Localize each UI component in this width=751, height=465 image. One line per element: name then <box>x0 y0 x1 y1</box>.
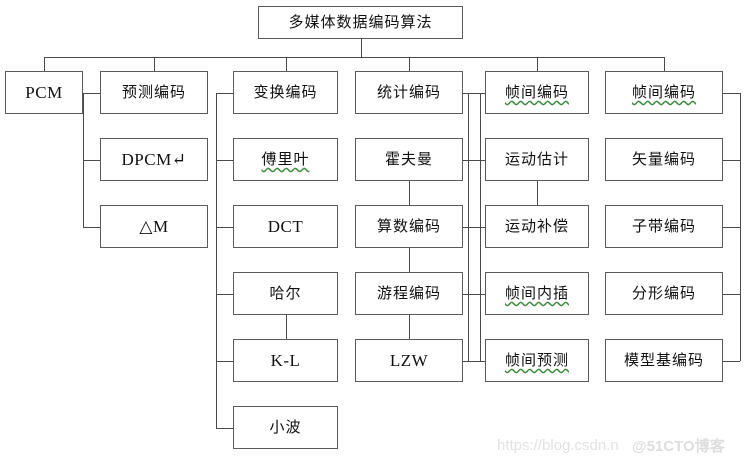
leaf-node-label: 帧间内插 <box>504 284 569 302</box>
child-stub-col-interframe-a-4 <box>468 361 485 362</box>
child-stub-col-interframe-a-3 <box>468 294 485 295</box>
inner-link-stat-2 <box>409 248 410 272</box>
leaf-node-label: 模型基编码 <box>623 351 704 369</box>
child-stub-col-transform-4 <box>216 361 233 362</box>
leaf-node-label: 运动补偿 <box>504 217 569 235</box>
root-node: 多媒体数据编码算法 <box>258 6 463 39</box>
leaf-node-label: K-L <box>270 351 301 370</box>
leaf-node-col-transform-1: 傅里叶 <box>233 138 338 181</box>
child-stub-col-interframe-b-2 <box>723 227 740 228</box>
leaf-node-col-transform-3: 哈尔 <box>233 272 338 315</box>
category-node-col-statistical: 统计编码 <box>355 71 463 114</box>
category-node-col-predictive: 预测编码 <box>100 71 208 114</box>
leaf-node-label: 分形编码 <box>631 284 696 302</box>
inner-link-stat-1 <box>409 181 410 205</box>
watermark-url: https://blog.csdn.n <box>497 437 619 454</box>
category-node-col-transform: 变换编码 <box>233 71 338 114</box>
header-drop-col-interframe-a <box>537 57 538 71</box>
header-drop-col-transform <box>286 57 287 71</box>
leaf-node-col-interframe-b-3: 分形编码 <box>605 272 723 315</box>
child-stub-col-interframe-b-1 <box>723 160 740 161</box>
header-drop-col-pcm <box>44 57 45 71</box>
child-stub-col-interframe-b-4 <box>723 361 740 362</box>
bus-anchor-col-transform <box>216 93 233 94</box>
leaf-node-col-interframe-a-4: 帧间预测 <box>485 339 589 382</box>
leaf-node-col-statistical-1: 霍夫曼 <box>355 138 463 181</box>
child-stub-col-interframe-a-1 <box>468 160 485 161</box>
inner-link-transform-3 <box>286 315 287 339</box>
child-bus-col-interframe-b <box>740 93 741 361</box>
leaf-node-label: DCT <box>267 217 304 236</box>
child-stub-col-predictive-2 <box>83 227 100 228</box>
leaf-node-col-statistical-4: LZW <box>355 339 463 382</box>
leaf-node-label: 矢量编码 <box>631 150 696 168</box>
leaf-node-col-statistical-3: 游程编码 <box>355 272 463 315</box>
inner-link-interframe-1 <box>537 181 538 205</box>
leaf-node-col-interframe-b-4: 模型基编码 <box>605 339 723 382</box>
leaf-node-col-interframe-b-2: 子带编码 <box>605 205 723 248</box>
leaf-node-label: 哈尔 <box>269 284 302 302</box>
category-node-col-pcm: PCM <box>5 71 83 114</box>
header-drop-col-predictive <box>154 57 155 71</box>
leaf-node-col-transform-4: K-L <box>233 339 338 382</box>
category-node-label: 帧间编码 <box>504 83 569 101</box>
top-bus <box>44 57 664 58</box>
leaf-node-col-predictive-2: △M <box>100 205 208 248</box>
child-bus-col-transform <box>216 93 217 428</box>
category-node-label: 统计编码 <box>376 83 441 101</box>
leaf-node-col-predictive-1: DPCM↵ <box>100 138 208 181</box>
leaf-node-col-interframe-b-1: 矢量编码 <box>605 138 723 181</box>
category-node-label: 变换编码 <box>253 83 318 101</box>
category-node-label: 预测编码 <box>121 83 186 101</box>
header-drop-col-statistical <box>409 57 410 71</box>
leaf-node-label: 运动估计 <box>504 150 569 168</box>
child-stub-col-predictive-1 <box>83 160 100 161</box>
leaf-node-col-interframe-a-1: 运动估计 <box>485 138 589 181</box>
leaf-node-col-interframe-a-3: 帧间内插 <box>485 272 589 315</box>
leaf-node-label: 帧间预测 <box>504 351 569 369</box>
category-node-col-interframe-a: 帧间编码 <box>485 71 589 114</box>
leaf-node-label: DPCM↵ <box>121 150 187 169</box>
root-node-label: 多媒体数据编码算法 <box>288 13 433 31</box>
leaf-node-label: 算数编码 <box>376 217 441 235</box>
child-stub-col-interframe-b-3 <box>723 294 740 295</box>
leaf-node-label: 霍夫曼 <box>384 150 433 168</box>
child-stub-col-transform-3 <box>216 294 233 295</box>
leaf-node-label: LZW <box>389 351 429 370</box>
leaf-node-col-transform-2: DCT <box>233 205 338 248</box>
child-stub-col-transform-5 <box>216 428 233 429</box>
leaf-node-label: 小波 <box>269 418 302 436</box>
category-node-label: 帧间编码 <box>631 83 696 101</box>
category-node-col-interframe-b: 帧间编码 <box>605 71 723 114</box>
child-stub-col-transform-2 <box>216 227 233 228</box>
child-stub-col-transform-1 <box>216 160 233 161</box>
bus-anchor-col-predictive <box>83 93 100 94</box>
leaf-node-label: 游程编码 <box>376 284 441 302</box>
leaf-node-label: 子带编码 <box>631 217 696 235</box>
bus-anchor-col-interframe-a <box>468 93 485 94</box>
leaf-node-col-transform-5: 小波 <box>233 406 338 449</box>
header-drop-col-interframe-b <box>664 57 665 71</box>
leaf-node-label: 傅里叶 <box>261 150 310 168</box>
bus-anchor-col-interframe-b <box>723 93 740 94</box>
leaf-node-label: △M <box>139 217 169 236</box>
root-stem <box>361 39 362 57</box>
child-stub-col-interframe-a-2 <box>468 227 485 228</box>
leaf-node-col-statistical-2: 算数编码 <box>355 205 463 248</box>
leaf-node-col-interframe-a-2: 运动补偿 <box>485 205 589 248</box>
inner-link-stat-3 <box>409 315 410 339</box>
category-node-label: PCM <box>25 83 63 102</box>
watermark-brand: @51CTO博客 <box>632 438 725 455</box>
